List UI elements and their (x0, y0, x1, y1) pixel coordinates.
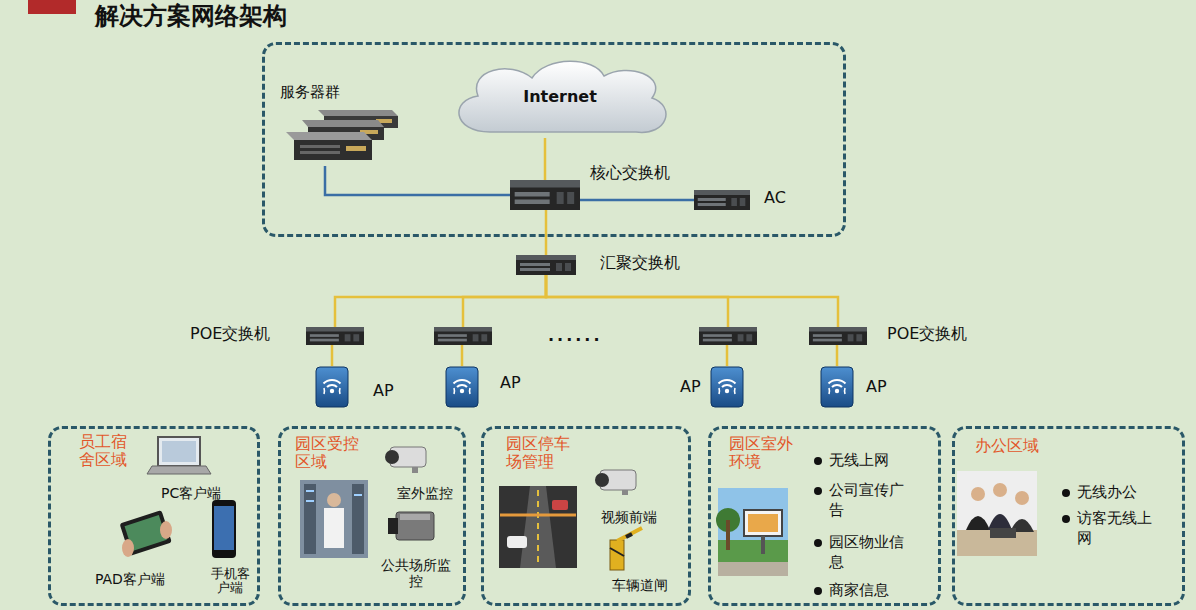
bullet-dot (814, 487, 822, 495)
zone-region: 园区受控区域室外监控公共场所监控 (278, 426, 466, 606)
poe-switch (434, 327, 492, 345)
region-heading: 园区受控区域 (295, 435, 365, 472)
barrier-gate-icon (610, 528, 642, 570)
text-label: 车辆道闸 (612, 577, 668, 593)
region-heading: 办公区域 (975, 437, 1039, 455)
page-title: 解决方案网络架构 (95, 0, 287, 32)
ellipsis-label: ...... (548, 326, 602, 345)
connector (463, 275, 546, 327)
connector (545, 210, 548, 255)
text-label: 商家信息 (829, 581, 909, 601)
text-label: 汇聚交换机 (600, 254, 680, 272)
bullet-dot (1062, 489, 1070, 497)
switch-icon (694, 190, 750, 210)
outdoor-photo (716, 488, 788, 576)
server-group: 服务器群 (280, 108, 400, 166)
poe-switch: POE交换机 (809, 327, 867, 345)
phone-icon (212, 500, 236, 558)
server-group (286, 110, 398, 160)
connector (726, 345, 729, 366)
text-label: 手机客户端 (209, 567, 252, 596)
title-marker (28, 0, 76, 14)
bullet-dot (814, 457, 822, 465)
bullet-dot (1062, 515, 1070, 523)
box-camera-icon (388, 512, 434, 540)
region-heading: 园区室外环境 (729, 435, 799, 472)
text-label: PAD客户端 (95, 571, 165, 587)
text-label: 室外监控 (397, 485, 453, 501)
switch-icon (699, 327, 757, 345)
internet-cloud: Internet (450, 62, 670, 138)
connector (580, 199, 694, 202)
access-point: AP (315, 366, 349, 408)
text-label: 无线上网 (829, 451, 909, 471)
bullet-dot (814, 587, 822, 595)
connector (331, 345, 334, 366)
text-label: 公司宣传广告 (829, 481, 909, 520)
region-heading: 园区停车场管理 (506, 435, 576, 472)
text-label: AP (680, 378, 701, 396)
zone-region: 园区停车场管理视频前端车辆道闸 (481, 426, 691, 606)
text-label: 无线办公 (1077, 483, 1157, 503)
text-label: AC (764, 189, 786, 207)
access-point: AP (820, 366, 854, 408)
text-label: 园区物业信息 (829, 533, 909, 572)
access-point: AP (710, 366, 744, 408)
text-label: 核心交换机 (590, 164, 670, 182)
core-region: 服务器群 Internet 核心交换机 AC (262, 42, 846, 237)
region-heading: 员工宿舍区域 (79, 433, 133, 470)
switch-icon (434, 327, 492, 345)
zone-region: 员工宿舍区域 PC客户端 PAD客户端 手机客户端 (48, 426, 260, 606)
poe-switch (699, 327, 757, 345)
text-label: PC客户端 (161, 485, 221, 501)
outdoor-camera-icon (385, 447, 426, 473)
video-camera-icon (595, 470, 636, 495)
ac-controller: AC (694, 190, 750, 210)
connector (461, 345, 464, 366)
connector (546, 275, 838, 327)
text-label: POE交换机 (887, 325, 967, 343)
switch-icon (809, 327, 867, 345)
ap-icon (711, 367, 743, 407)
text-label: 服务器群 (280, 84, 340, 101)
server-room-photo (300, 480, 368, 558)
text-label: 视频前端 (601, 509, 657, 525)
bullet-dot (814, 539, 822, 547)
office-photo (957, 471, 1037, 556)
switch-icon (306, 327, 364, 345)
laptop-icon (147, 437, 211, 474)
zone-region: 园区室外环境 无线上网公司宣传广告园区物业信息商家信息 (708, 426, 941, 606)
connector (325, 166, 510, 195)
text-label: POE交换机 (190, 325, 270, 343)
aggregation-switch: 汇聚交换机 (516, 255, 576, 275)
core-switch: 核心交换机 (510, 180, 580, 210)
text-label: 公共场所监控 (379, 557, 453, 589)
switch-icon (516, 255, 576, 275)
parking-photo (499, 486, 577, 568)
connector (335, 275, 546, 327)
switch-icon (510, 180, 580, 210)
tablet-icon (120, 510, 172, 557)
zone-region: 办公区域无线办公访客无线上网 (952, 426, 1185, 606)
ap-icon (446, 367, 478, 407)
ap-icon (316, 367, 348, 407)
text-label: AP (373, 382, 394, 400)
access-point: AP (445, 366, 479, 408)
connector (544, 138, 547, 180)
ap-icon (821, 367, 853, 407)
poe-switch: POE交换机 (306, 327, 364, 345)
connector (836, 345, 839, 366)
text-label: Internet (450, 88, 670, 106)
text-label: AP (500, 374, 521, 392)
text-label: 访客无线上网 (1077, 509, 1157, 548)
text-label: AP (866, 378, 887, 396)
connector (546, 275, 728, 327)
